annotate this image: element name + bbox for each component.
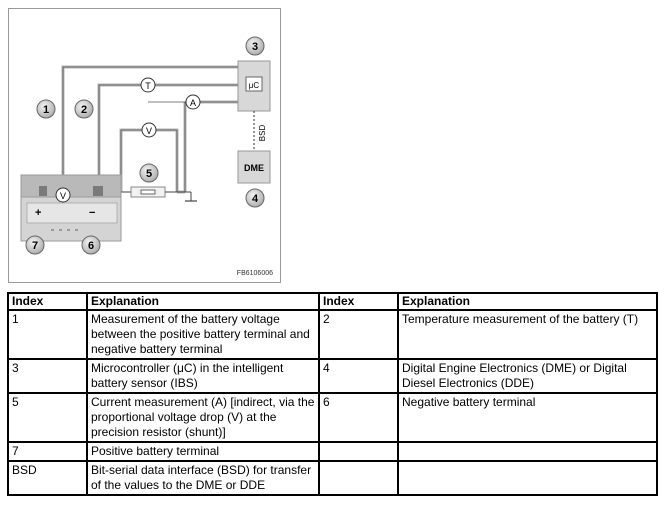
callout-4-icon <box>245 188 265 208</box>
index-cell: 4 <box>318 358 399 394</box>
index-cell: 5 <box>7 392 88 443</box>
index-cell: 1 <box>7 309 88 360</box>
dme-box <box>237 150 271 184</box>
table-row: 1 Measurement of the battery voltage bet… <box>7 309 658 360</box>
microcontroller-label: μC <box>249 81 260 90</box>
explanation-cell: Positive battery terminal <box>86 441 320 462</box>
callout-6: 6 <box>88 240 94 252</box>
explanation-cell <box>397 441 658 462</box>
callout-1-icon <box>36 99 56 119</box>
callout-1: 1 <box>43 104 49 116</box>
header-explanation-1: Explanation <box>86 292 320 311</box>
dme-label: DME <box>244 163 264 173</box>
table-header-row: Index Explanation Index Explanation <box>7 292 658 311</box>
table-row: 3 Microcontroller (μC) in the intelligen… <box>7 358 658 394</box>
ibs-diagram: + − V T A V μC BSD DME 1 2 3 4 5 6 7 FB6… <box>8 8 281 283</box>
explanation-cell <box>397 460 658 496</box>
index-cell: 6 <box>318 392 399 443</box>
temperature-symbol: T <box>145 81 151 91</box>
callout-3: 3 <box>252 41 258 53</box>
explanation-cell: Negative battery terminal <box>397 392 658 443</box>
index-cell <box>318 441 399 462</box>
callout-7: 7 <box>32 240 38 252</box>
callout-5: 5 <box>146 168 152 180</box>
callout-2-icon <box>74 99 94 119</box>
explanation-cell: Microcontroller (μC) in the intelligent … <box>86 358 320 394</box>
temperature-sensor-icon <box>140 77 156 93</box>
figure-code: FB6106006 <box>237 270 273 277</box>
index-cell: 3 <box>7 358 88 394</box>
callout-5-icon <box>139 163 159 183</box>
voltmeter-symbol: V <box>146 126 152 136</box>
header-explanation-2: Explanation <box>397 292 658 311</box>
legend-table: Index Explanation Index Explanation 1 Me… <box>7 292 658 496</box>
voltmeter-icon <box>141 122 157 138</box>
ammeter-icon <box>185 94 201 110</box>
explanation-cell: Current measurement (A) [indirect, via t… <box>86 392 320 443</box>
table-row: 5 Current measurement (A) [indirect, via… <box>7 392 658 443</box>
header-index-1: Index <box>7 292 88 311</box>
positive-symbol: + <box>35 207 41 219</box>
callout-4: 4 <box>252 193 259 205</box>
explanation-cell: Temperature measurement of the battery (… <box>397 309 658 360</box>
table-row: BSD Bit-serial data interface (BSD) for … <box>7 460 658 496</box>
explanation-cell: Bit-serial data interface (BSD) for tran… <box>86 460 320 496</box>
callout-6-icon <box>81 235 101 255</box>
ammeter-symbol: A <box>190 98 196 108</box>
index-cell: BSD <box>7 460 88 496</box>
callout-7-icon <box>25 235 45 255</box>
callout-2: 2 <box>81 104 87 116</box>
index-cell: 2 <box>318 309 399 360</box>
bsd-label: BSD <box>258 125 267 142</box>
table-row: 7 Positive battery terminal <box>7 441 658 462</box>
index-cell <box>318 460 399 496</box>
terminal-voltmeter-icon <box>55 187 71 203</box>
explanation-cell: Measurement of the battery voltage betwe… <box>86 309 320 360</box>
index-cell: 7 <box>7 441 88 462</box>
header-index-2: Index <box>318 292 399 311</box>
explanation-cell: Digital Engine Electronics (DME) or Digi… <box>397 358 658 394</box>
battery: + − <box>20 174 122 242</box>
terminal-voltmeter-label: V <box>60 191 66 201</box>
negative-symbol: − <box>89 207 95 219</box>
callout-3-icon <box>245 36 265 56</box>
